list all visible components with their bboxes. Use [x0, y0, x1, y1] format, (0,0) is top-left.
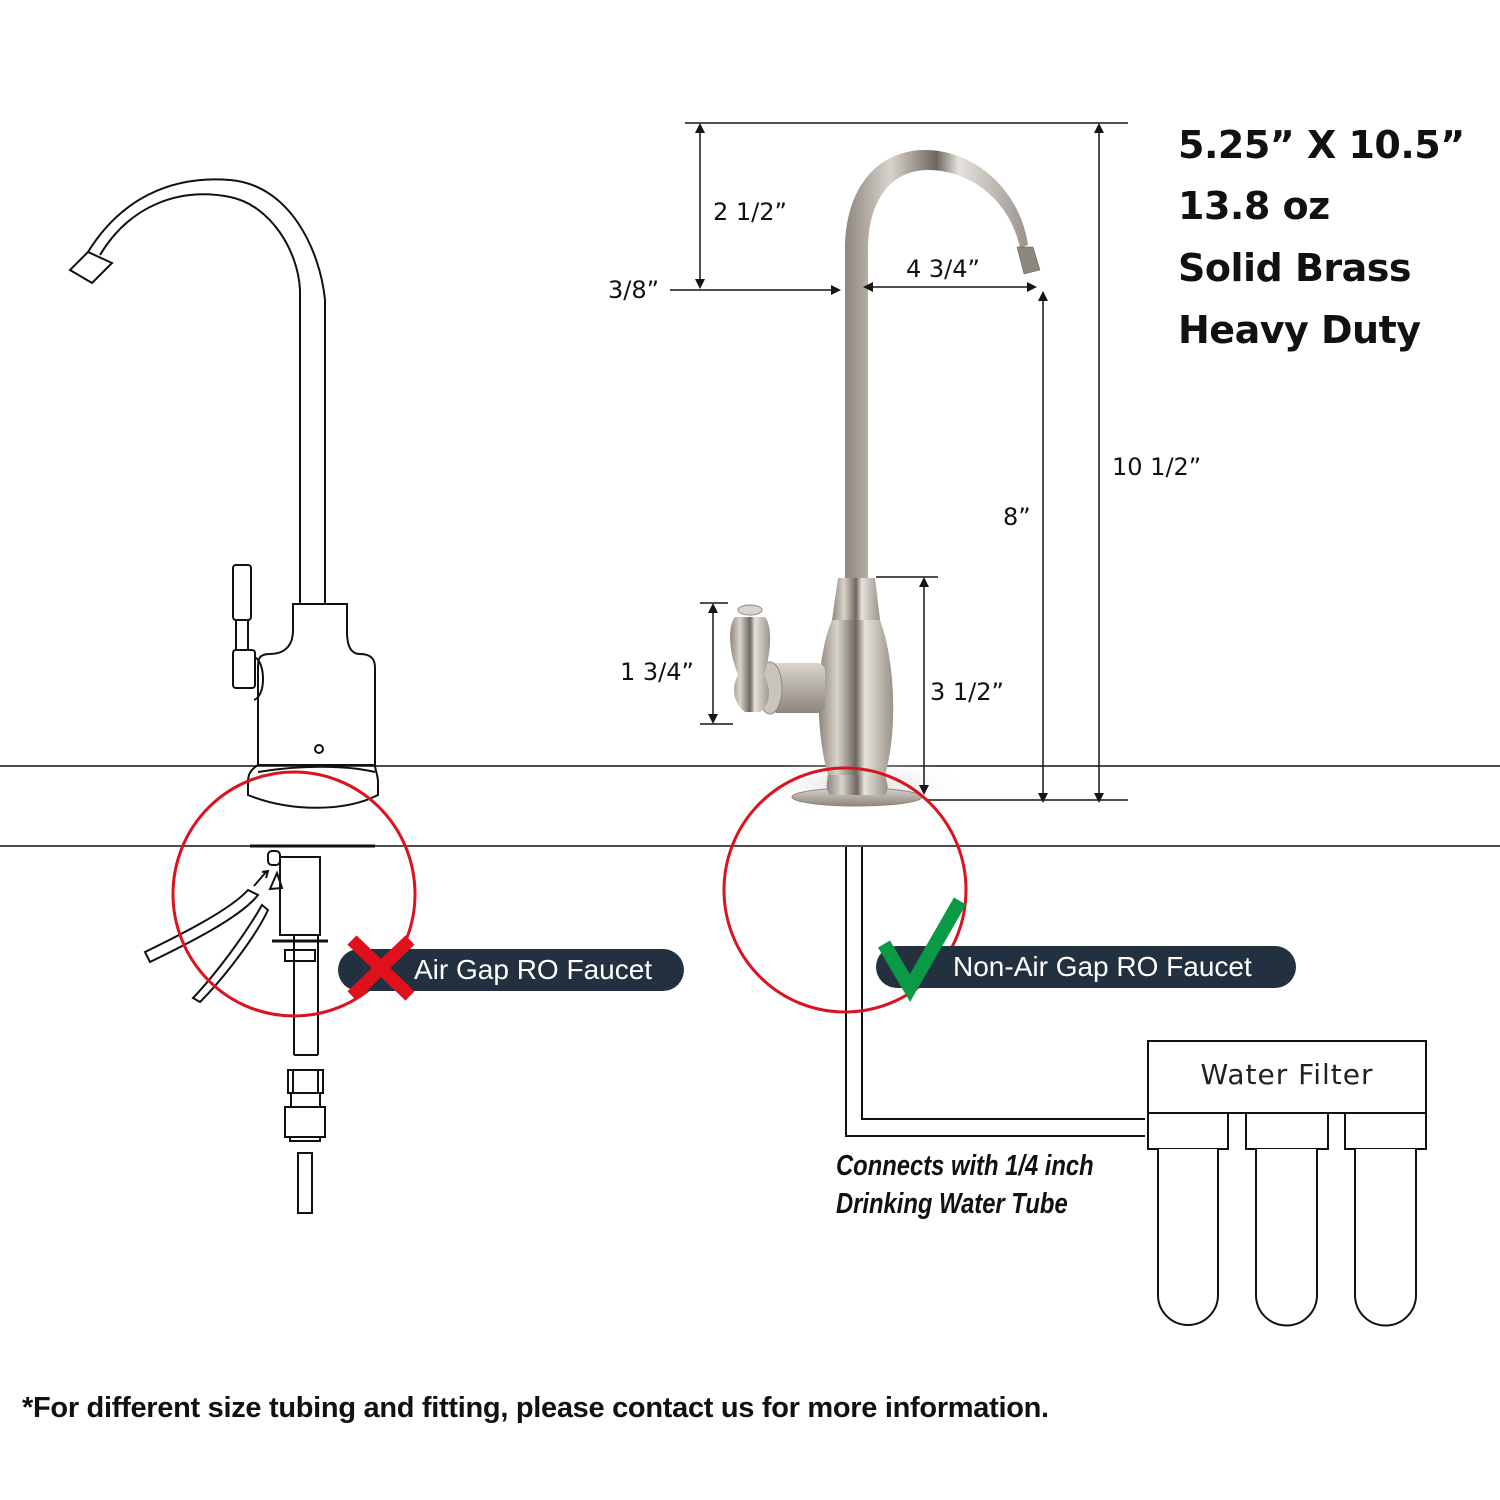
- dim-spout-height: 8”: [1003, 503, 1031, 531]
- dim-spout-drop: 2 1/2”: [713, 198, 787, 226]
- dim-spout-reach: 4 3/4”: [906, 255, 980, 283]
- non-air-gap-highlight-circle: [722, 766, 968, 1014]
- tube-note-line1: Connects with 1/4 inch: [836, 1150, 1094, 1182]
- x-icon: [347, 935, 415, 1001]
- air-gap-highlight-circle: [171, 770, 417, 1018]
- footnote: *For different size tubing and fitting, …: [22, 1392, 1049, 1424]
- water-filter-label: Water Filter: [1200, 1058, 1374, 1091]
- dim-total-height: 10 1/2”: [1112, 453, 1202, 481]
- spec-dimensions: 5.25” X 10.5”: [1178, 123, 1465, 167]
- spec-grade: Heavy Duty: [1178, 308, 1421, 352]
- spec-material: Solid Brass: [1178, 246, 1412, 290]
- water-filter-drawing: [1147, 1040, 1427, 1327]
- non-air-gap-label: Non-Air Gap RO Faucet: [953, 951, 1252, 982]
- dimension-lines: [670, 122, 1128, 803]
- dim-handle-height: 1 3/4”: [620, 658, 694, 686]
- dim-tube-diameter: 3/8”: [608, 276, 660, 304]
- non-air-gap-faucet-photo: [730, 150, 1041, 813]
- dim-body-height: 3 1/2”: [930, 678, 1004, 706]
- tube-note-line2: Drinking Water Tube: [836, 1188, 1068, 1220]
- air-gap-faucet-drawing: [68, 178, 379, 1214]
- non-air-gap-label-pill: Non-Air Gap RO Faucet: [876, 946, 1296, 988]
- drinking-water-tube: [845, 847, 1145, 1137]
- air-gap-label: Air Gap RO Faucet: [414, 954, 653, 985]
- check-icon: [877, 897, 967, 1002]
- spec-weight: 13.8 oz: [1178, 184, 1330, 228]
- highlight-circles: [171, 766, 968, 1018]
